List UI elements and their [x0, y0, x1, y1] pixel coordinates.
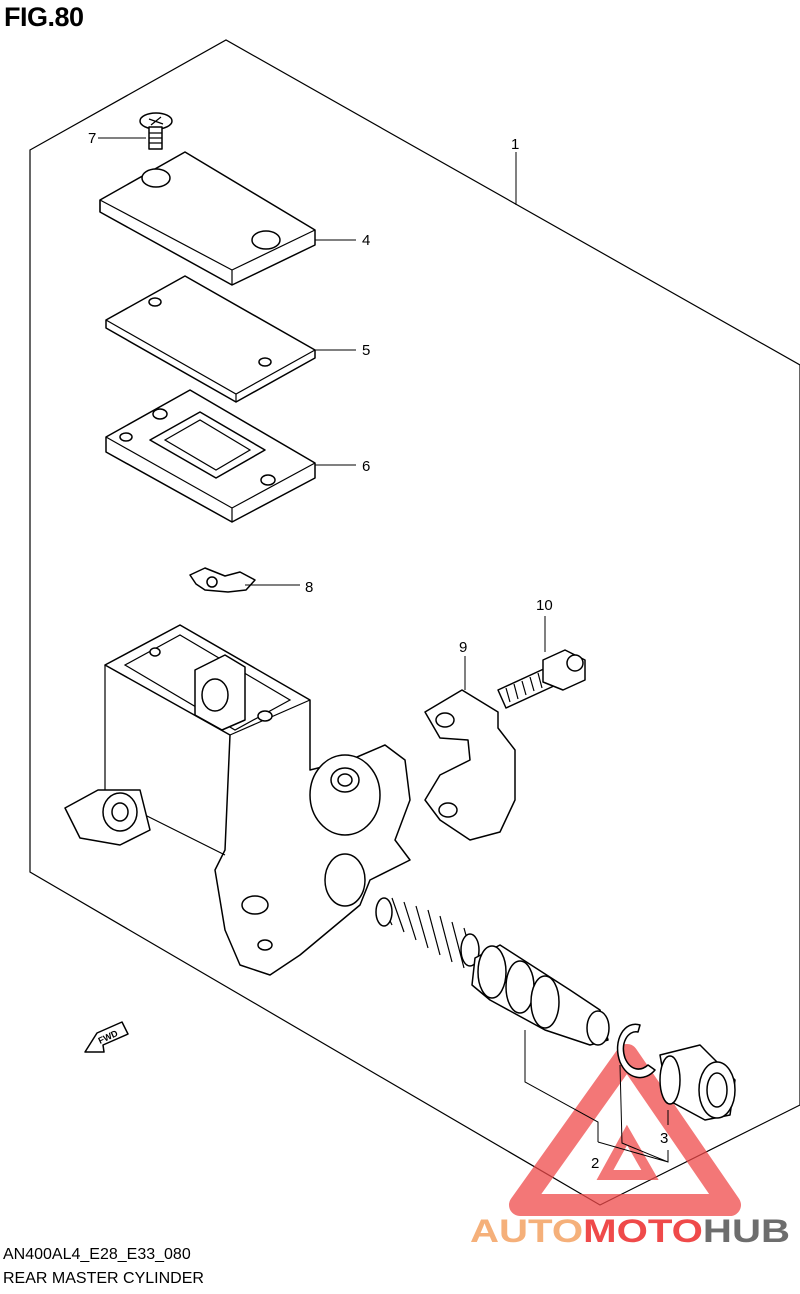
- callout-8: 8: [305, 579, 313, 596]
- boot-part: [659, 1044, 736, 1121]
- piston-part: [471, 944, 610, 1046]
- reservoir-cap-part: [99, 151, 316, 286]
- holder-part: [424, 689, 516, 841]
- cap-screw-part: [139, 112, 173, 150]
- assembly-outline: [29, 39, 800, 1206]
- callout-6: 6: [362, 458, 370, 475]
- fwd-direction-marker: FWD: [84, 1021, 129, 1053]
- diagram-name: REAR MASTER CYLINDER: [3, 1270, 204, 1287]
- callout-9: 9: [459, 639, 467, 656]
- figure-title: FIG.80: [4, 2, 84, 32]
- callout-1: 1: [511, 136, 519, 153]
- callout-5: 5: [362, 342, 370, 359]
- callout-10: 10: [536, 597, 553, 614]
- model-code: AN400AL4_E28_E33_080: [3, 1246, 191, 1263]
- master-cylinder-body-part: [64, 624, 411, 976]
- callout-7: 7: [88, 130, 96, 147]
- callout-2: 2: [591, 1155, 599, 1172]
- callout-4: 4: [362, 232, 370, 249]
- mounting-bolt-part: [497, 649, 586, 709]
- circlip-part: [616, 1023, 656, 1079]
- callout-3: 3: [660, 1130, 668, 1147]
- clip-part: [189, 567, 256, 593]
- leader-lines: [98, 137, 669, 1163]
- watermark-logo-mark: [509, 1044, 741, 1216]
- spring-part: [375, 897, 480, 973]
- cap-plate-part: [105, 275, 316, 403]
- diaphragm-part: [105, 389, 316, 523]
